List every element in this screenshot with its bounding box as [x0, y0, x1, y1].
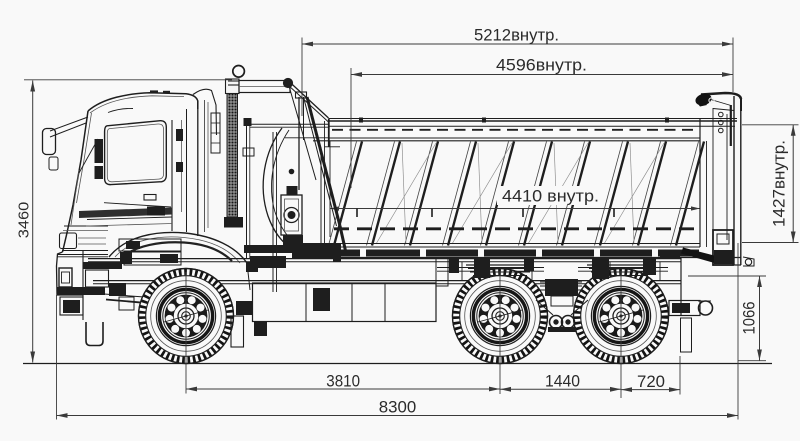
svg-text:720: 720 — [637, 373, 665, 391]
svg-text:4596внутр.: 4596внутр. — [496, 57, 587, 75]
svg-text:8300: 8300 — [379, 399, 417, 417]
svg-text:1427внутр.: 1427внутр. — [771, 140, 789, 227]
svg-text:4410 внутр.: 4410 внутр. — [502, 188, 599, 206]
svg-text:1440: 1440 — [545, 373, 580, 391]
svg-text:3810: 3810 — [326, 372, 360, 390]
svg-text:1066: 1066 — [741, 302, 759, 335]
svg-text:3460: 3460 — [17, 202, 33, 239]
svg-text:5212внутр.: 5212внутр. — [474, 27, 559, 45]
